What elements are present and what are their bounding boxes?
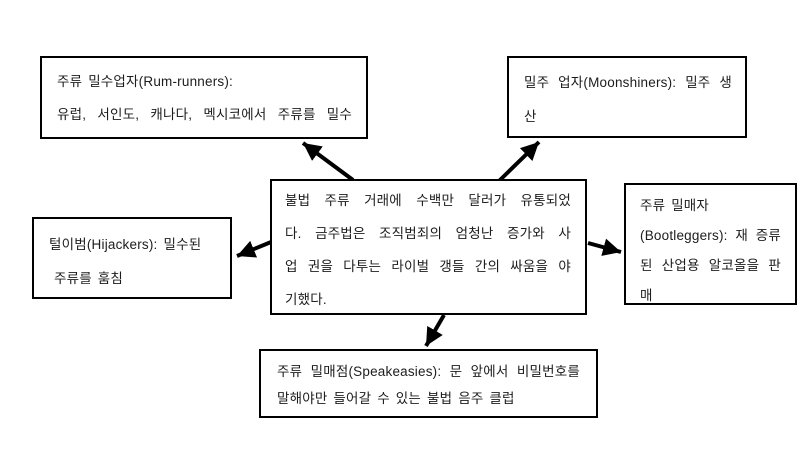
node-text-line: 주류 밀수업자(Rum-runners): xyxy=(57,74,233,89)
arrow-center-to-rum-runners xyxy=(301,141,355,182)
node-text-line: 산 xyxy=(524,109,537,124)
node-text-line: 주류 밀매점(Speakeasies): 문 앞에서 비밀번호를 xyxy=(277,364,580,379)
arrow-center-to-speakeasies xyxy=(424,313,446,348)
node-text-line: 불법 주류 거래에 수백만 달러가 유통되었 xyxy=(285,193,571,208)
node-bootleggers: 주류 밀매자 (Bootleggers): 재 증류 된 산업용 알코올을 판 … xyxy=(624,183,797,305)
node-text-line: 주류를 훔침 xyxy=(54,271,124,286)
node-rum-runners: 주류 밀수업자(Rum-runners): 유럽, 서인도, 캐나다, 멕시코에… xyxy=(40,56,368,139)
node-speakeasies: 주류 밀매점(Speakeasies): 문 앞에서 비밀번호를 말해야만 들어… xyxy=(259,349,598,418)
arrow-center-to-moonshiners xyxy=(497,140,541,183)
node-text-line: 밀주 업자(Moonshiners): 밀주 생 xyxy=(524,75,732,90)
node-text-line: 업 권을 다투는 라이벌 갱들 간의 싸움을 야 xyxy=(285,259,571,274)
node-text-line: 주류 밀매자 xyxy=(640,198,710,213)
node-text-line: 다. 금주법은 조직범죄의 엄청난 증가와 사 xyxy=(285,226,571,241)
node-text-line: 기했다. xyxy=(285,292,327,307)
node-moonshiners: 밀주 업자(Moonshiners): 밀주 생 산 xyxy=(507,56,747,138)
node-text-line: 된 산업용 알코올을 판 xyxy=(640,258,781,273)
arrow-center-to-bootleggers xyxy=(587,238,622,256)
node-hijackers: 털이범(Hijackers): 밀수된 주류를 훔침 xyxy=(32,217,232,299)
node-text-line: (Bootleggers): 재 증류 xyxy=(640,228,781,243)
node-text-line: 말해야만 들어갈 수 있는 불법 음주 클럽 xyxy=(277,391,515,406)
node-text-line: 유럽, 서인도, 캐나다, 멕시코에서 주류를 밀수 xyxy=(57,107,352,122)
node-text-line: 매 xyxy=(640,288,653,303)
node-center-summary: 불법 주류 거래에 수백만 달러가 유통되었 다. 금주법은 조직범죄의 엄청난… xyxy=(270,179,587,315)
node-text-line: 털이범(Hijackers): 밀수된 xyxy=(49,237,202,252)
